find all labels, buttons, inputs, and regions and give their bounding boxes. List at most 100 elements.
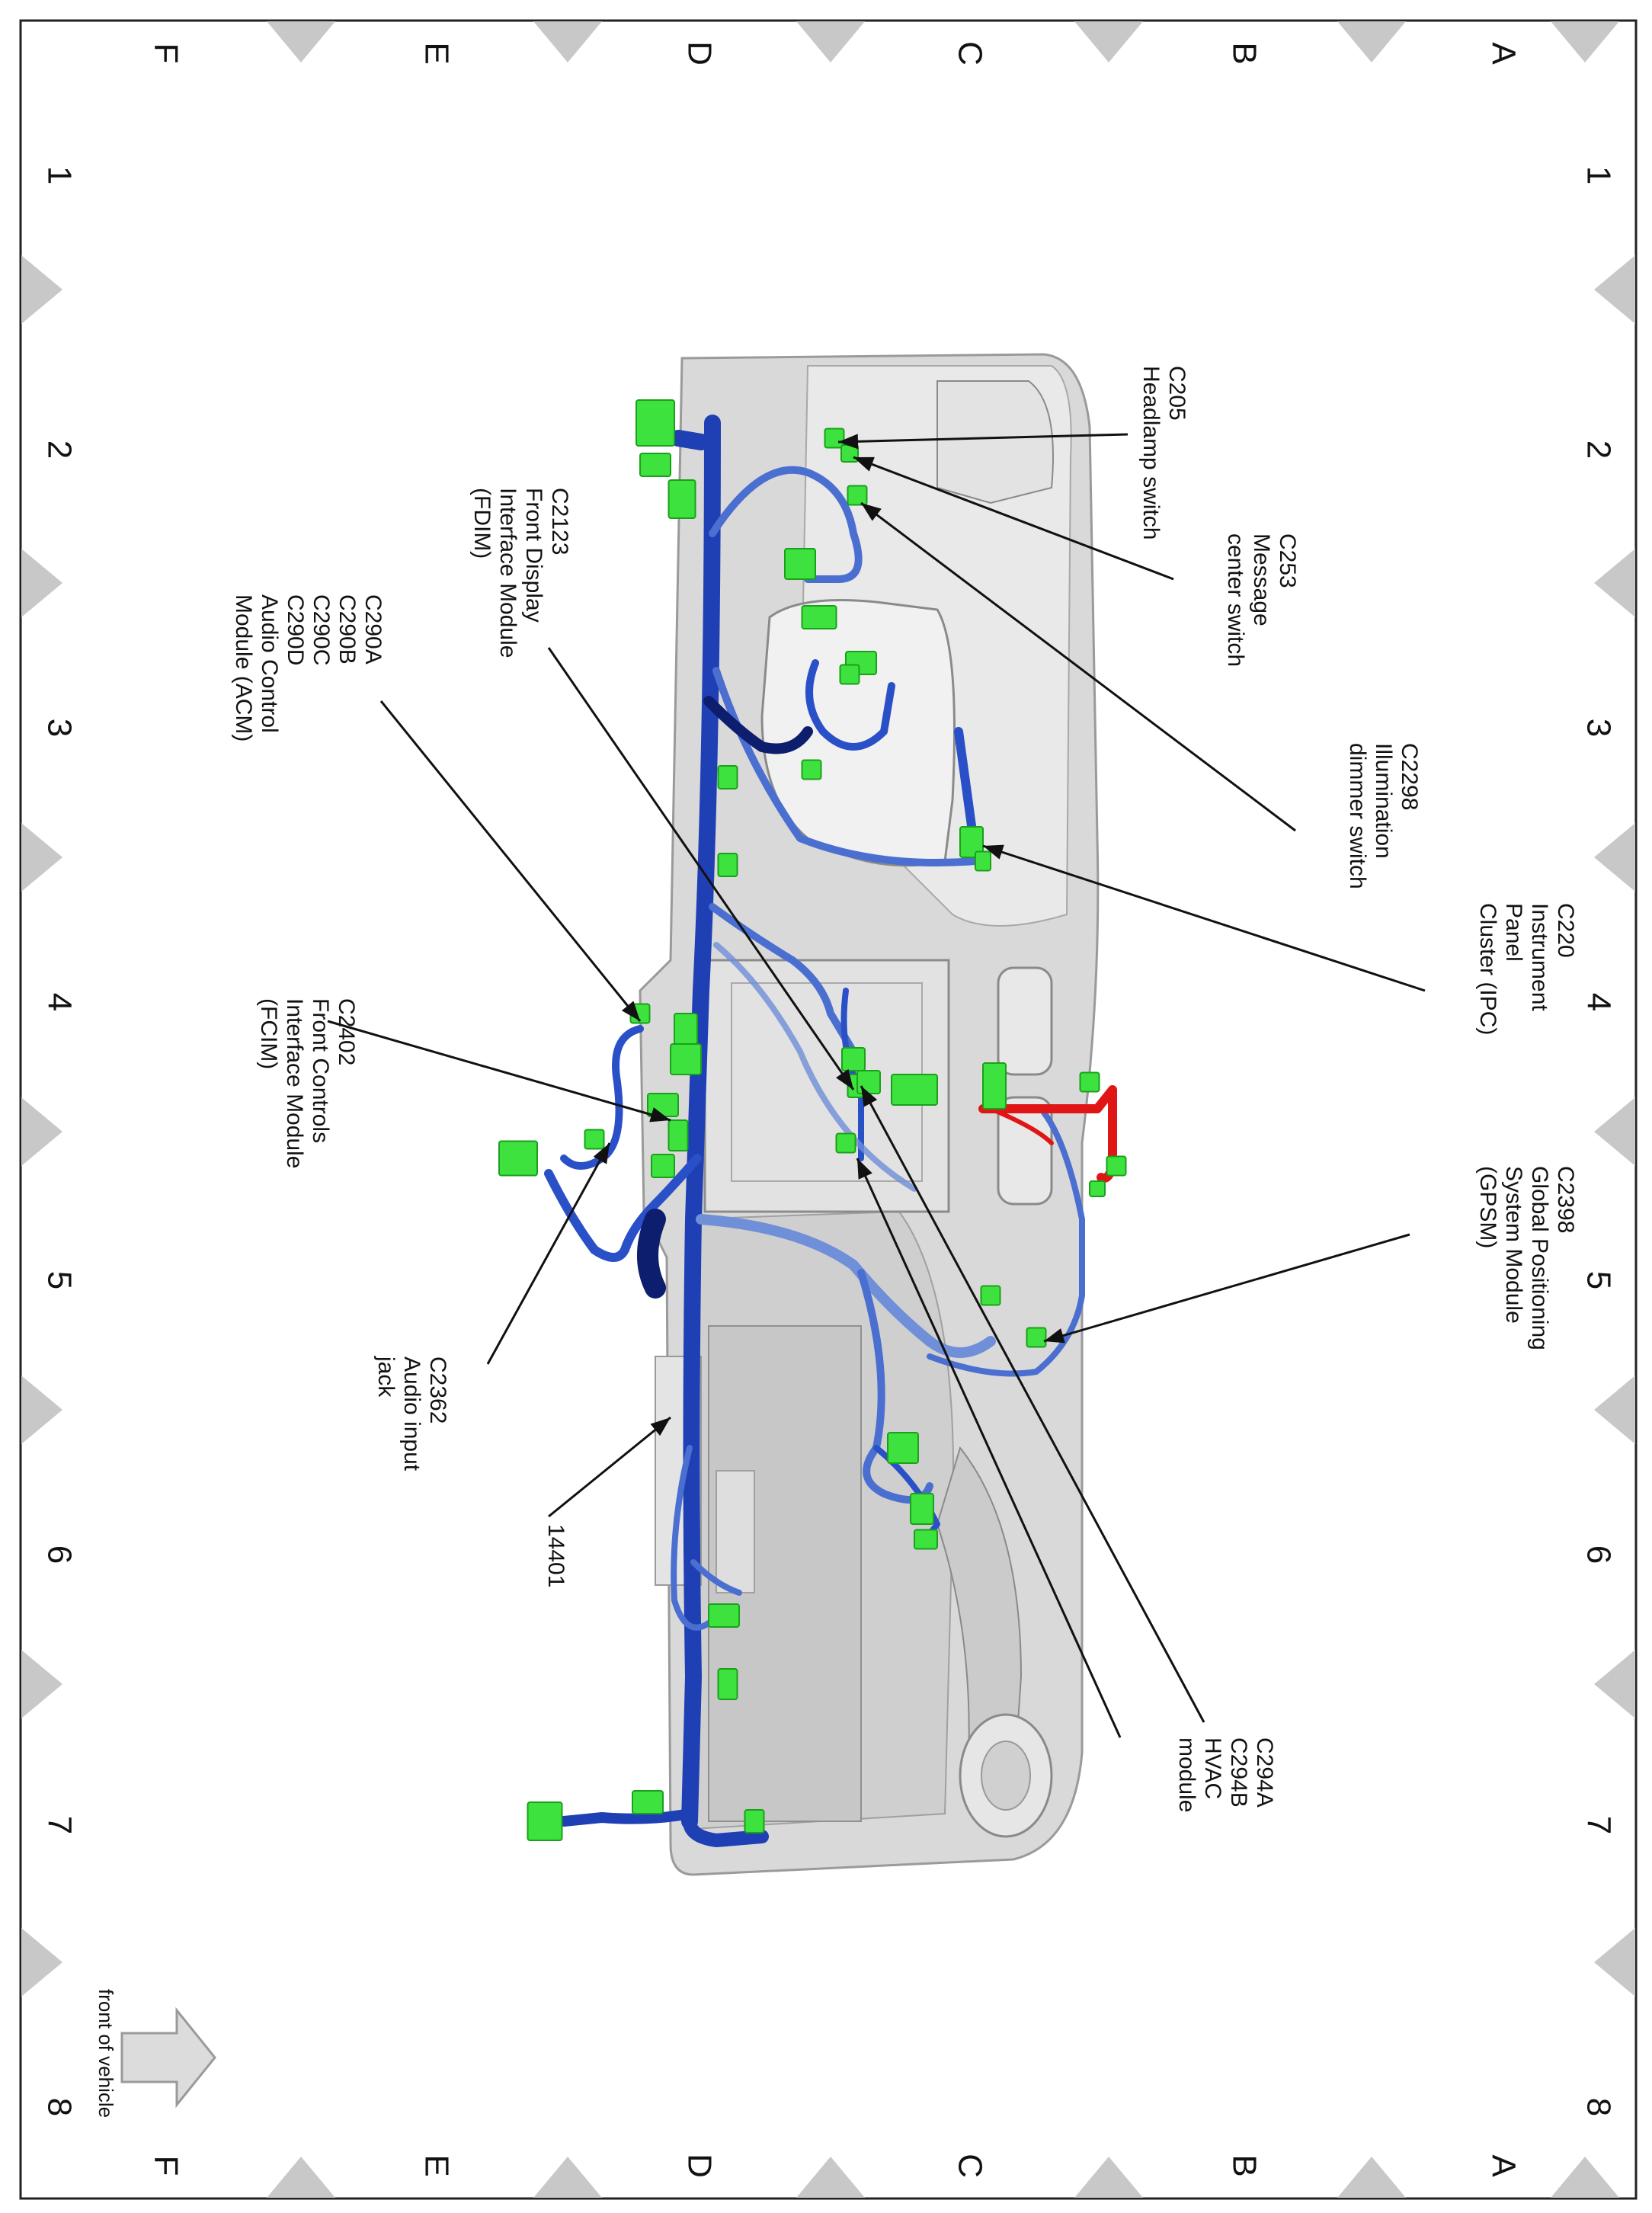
- connector: [856, 1070, 881, 1094]
- under-harness: [713, 942, 917, 1192]
- branch-hvac: [696, 1214, 996, 1358]
- grid-edge-triangle-left: [21, 1376, 62, 1444]
- grid-edge-triangle-left: [21, 255, 62, 324]
- connector: [835, 1132, 856, 1154]
- front-of-vehicle: front of vehicle: [94, 1989, 216, 2118]
- grid-col-label-left: 5: [40, 1271, 78, 1289]
- grid-edge-triangle-right: [1594, 549, 1635, 617]
- grid-edge-triangle-top: [267, 21, 335, 62]
- grid-col-label-right: 7: [1580, 1816, 1617, 1834]
- grid-edge-triangle-top: [796, 21, 865, 62]
- connector: [1026, 1327, 1047, 1348]
- front-of-vehicle-label: front of vehicle: [94, 1989, 117, 2118]
- connector: [674, 1013, 698, 1045]
- leader-c294b: [856, 1158, 1122, 1738]
- leader-p14401: [548, 1416, 671, 1518]
- callout-line: (GPSM): [1475, 1166, 1500, 1248]
- grid-edge-triangle-left: [21, 549, 62, 617]
- branch-center-left: [709, 903, 857, 1055]
- connector: [1089, 1180, 1106, 1197]
- grid-edge-triangle-right: [1594, 1650, 1635, 1718]
- grid-row-label-bottom: F: [147, 2156, 184, 2176]
- callout-line: C294B: [1226, 1737, 1251, 1808]
- grid-edge-triangle-bottom: [1337, 2157, 1406, 2198]
- callout-line: Headlamp switch: [1138, 366, 1164, 540]
- connector: [1106, 1155, 1127, 1177]
- callout-line: C205: [1164, 366, 1189, 421]
- grid-row-label-bottom: C: [951, 2154, 988, 2178]
- grid-col-label-left: 1: [40, 166, 78, 184]
- grid-edge-triangle-left: [21, 1097, 62, 1166]
- branch-passenger: [857, 1269, 933, 1504]
- grid-col-label-right: 6: [1580, 1545, 1617, 1564]
- connector: [914, 1529, 938, 1550]
- grid-edge-triangle-right: [1594, 823, 1635, 892]
- grid-edge-triangle-top: [1337, 21, 1406, 62]
- trunk-right-branch: [559, 1808, 695, 1827]
- connector: [801, 605, 837, 629]
- callout-line: HVAC: [1200, 1737, 1225, 1799]
- branch-headlamp: [709, 466, 863, 583]
- callout-line: (FDIM): [469, 488, 495, 559]
- grid-row-label-top: D: [680, 41, 718, 66]
- connector: [668, 1119, 689, 1151]
- grid-edge-markers: [21, 21, 1635, 2198]
- grid-edge-triangle-left: [21, 1928, 62, 1997]
- front-arrow-icon: [120, 2006, 216, 2109]
- callout-line: module: [1174, 1737, 1199, 1812]
- callout-line: Module (ACM): [231, 594, 256, 741]
- center-vent-lower: [997, 1096, 1053, 1206]
- branch-radio: [544, 1154, 702, 1262]
- grid-edge-triangle-right: [1594, 1376, 1635, 1444]
- callout-line: C2402: [334, 998, 359, 1065]
- grid-row-label-top: A: [1484, 42, 1522, 65]
- grid-edge-triangle-bottom: [267, 2157, 335, 2198]
- connector: [651, 1154, 675, 1178]
- callout-line: C2398: [1553, 1166, 1578, 1233]
- callout-line: Interface Module: [282, 998, 307, 1168]
- grid-edge-triangle-left: [21, 1650, 62, 1718]
- grid-col-label-right: 4: [1580, 993, 1617, 1011]
- connector: [498, 1140, 538, 1177]
- leader-c2402: [327, 1020, 671, 1123]
- branch-glovebox: [671, 1445, 712, 1631]
- grid-col-label-right: 8: [1580, 2098, 1617, 2116]
- grid-col-label-right: 1: [1580, 166, 1617, 184]
- trunk-right-end: [683, 1814, 769, 1847]
- grid-row-label-bottom: E: [418, 2154, 455, 2176]
- glovebox-latch: [716, 1470, 755, 1593]
- callout-line: Audio Control: [257, 594, 282, 733]
- leader-c205: [837, 433, 1129, 450]
- callout-line: Cluster (IPC): [1475, 903, 1500, 1035]
- callout-line: C290B: [335, 594, 360, 665]
- grid-edge-triangle-bottom: [1074, 2157, 1143, 2198]
- right-vent-inner: [981, 1741, 1031, 1811]
- connector: [784, 548, 816, 580]
- callout-p14401: 14401: [543, 1524, 568, 1587]
- callout-line: jack: [373, 1356, 399, 1398]
- grid-edge-triangle-bottom: [796, 2157, 865, 2198]
- grid-col-label-right: 2: [1580, 440, 1617, 459]
- connector: [801, 759, 822, 780]
- callout-line: Global Positioning: [1527, 1166, 1552, 1350]
- center-vent-upper: [997, 966, 1053, 1076]
- grid-edge-triangle-right: [1594, 1928, 1635, 1997]
- callout-line: C290A: [360, 594, 386, 665]
- connector: [717, 1668, 738, 1700]
- callout-line: C294A: [1252, 1737, 1277, 1808]
- callout-line: C2123: [547, 488, 572, 555]
- grid-col-label-left: 4: [40, 993, 78, 1011]
- callout-line: Interface Module: [495, 488, 520, 658]
- grid-row-label-top: B: [1225, 42, 1263, 64]
- callout-line: C290D: [283, 594, 308, 665]
- callout-line: dimmer switch: [1345, 743, 1370, 889]
